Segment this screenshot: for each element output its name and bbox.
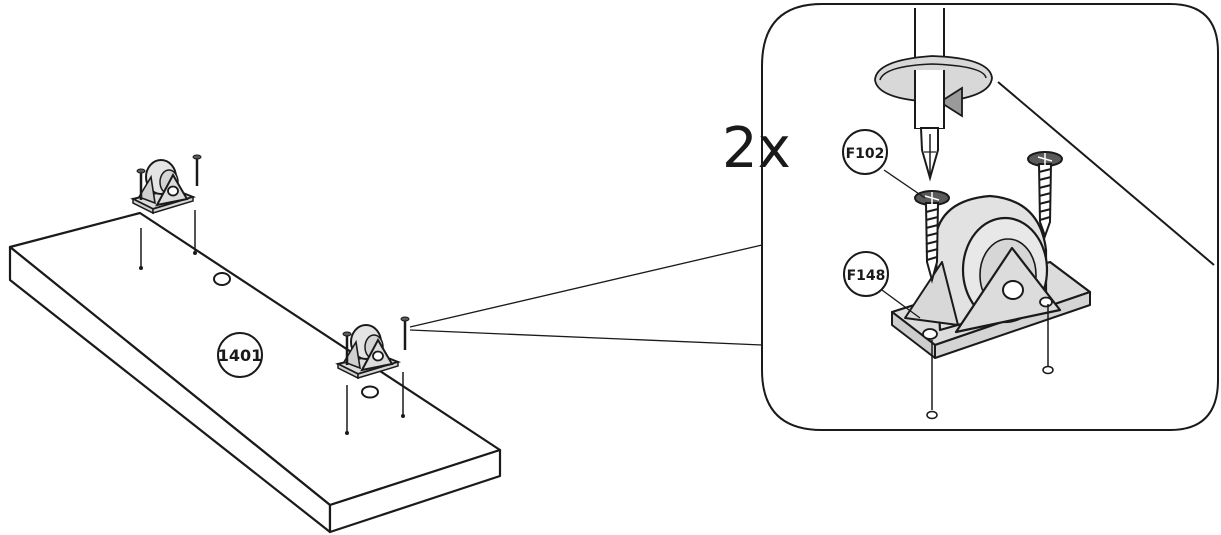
screw-label: F102 — [846, 146, 885, 162]
caster-callout-f148: F148 — [843, 251, 921, 319]
detail-screw-left — [914, 190, 950, 284]
board-hole — [213, 272, 231, 286]
detail-leader-lines — [409, 244, 763, 346]
screwdriver — [874, 8, 993, 182]
screw-callout-f102: F102 — [842, 129, 926, 199]
part-label: 1401 — [218, 346, 263, 365]
detail-guide-lines — [926, 304, 1054, 420]
part-callout-1401: 1401 — [217, 332, 263, 378]
board-hole — [361, 385, 379, 399]
board-panel — [8, 211, 502, 534]
detail-board-edge — [997, 81, 1215, 266]
caster-top — [132, 154, 202, 270]
quantity-label: 2x — [722, 116, 791, 181]
detail-screw-right — [1027, 151, 1063, 239]
caster-center — [337, 316, 410, 435]
detail-caster — [890, 194, 1092, 359]
caster-label: F148 — [847, 268, 886, 284]
